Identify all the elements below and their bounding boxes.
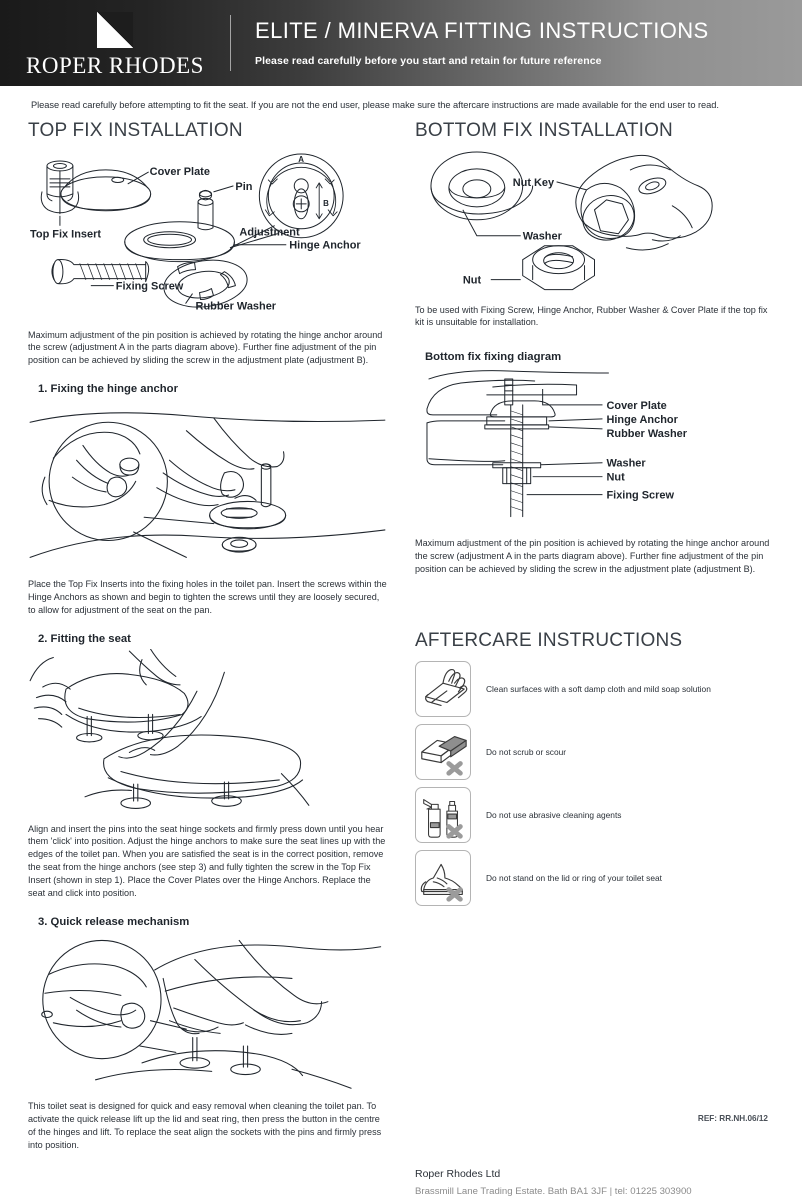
- aftercare-text: Do not scrub or scour: [486, 746, 567, 757]
- bottom-fix-diagram-title: Bottom fix fixing diagram: [425, 351, 562, 364]
- shoe-standing-icon: [415, 849, 471, 906]
- intro-notice: Please read carefully before attempting …: [31, 100, 719, 110]
- cleaning-bottles-icon: [415, 786, 471, 843]
- label-cover-plate: Cover Plate: [150, 166, 210, 178]
- bottom-fix-diagram-paragraph: Maximum adjustment of the pin position i…: [415, 537, 770, 574]
- page-header: ROPER RHODES ELITE / MINERVA FITTING INS…: [0, 0, 802, 86]
- page-title: ELITE / MINERVA FITTING INSTRUCTIONS: [255, 18, 709, 44]
- right-column: BOTTOM FIX INSTALLATION: [401, 120, 774, 1152]
- page-subtitle: Please read carefully before you start a…: [255, 54, 602, 67]
- aftercare-text: Do not stand on the lid or ring of your …: [486, 872, 662, 883]
- step-1-text: Place the Top Fix Inserts into the fixin…: [28, 579, 387, 615]
- bottom-fix-intro-paragraph: To be used with Fixing Screw, Hinge Anch…: [415, 304, 768, 328]
- label-cs-hinge-anchor: Hinge Anchor: [606, 414, 678, 426]
- triangle-mark-icon: [97, 11, 133, 48]
- page-footer: Roper Rhodes Ltd Brassmill Lane Trading …: [0, 1168, 802, 1197]
- label-cs-washer: Washer: [606, 458, 646, 470]
- top-fix-section-title: TOP FIX INSTALLATION: [28, 120, 243, 141]
- step-3-title: 3. Quick release mechanism: [38, 915, 190, 928]
- top-fix-intro-paragraph: Maximum adjustment of the pin position i…: [28, 329, 383, 366]
- bottom-fix-parts-diagram: Nut Key Washer Nut: [415, 144, 774, 294]
- left-column: TOP FIX INSTALLATION: [28, 120, 401, 1152]
- step-2-text: Align and insert the pins into the seat …: [28, 823, 386, 899]
- label-pin: Pin: [235, 181, 252, 193]
- header-divider: [230, 15, 231, 71]
- label-rubber-washer: Rubber Washer: [196, 301, 277, 313]
- step-1-title: 1. Fixing the hinge anchor: [38, 383, 178, 396]
- label-fixing-screw: Fixing Screw: [116, 281, 184, 293]
- prohibition-cross: [446, 886, 463, 902]
- label-nut-key: Nut Key: [513, 177, 555, 189]
- brand-name: ROPER RHODES: [26, 52, 204, 78]
- aftercare-item: Do not scrub or scour: [415, 723, 774, 780]
- label-hinge-anchor: Hinge Anchor: [289, 240, 361, 252]
- company-name: Roper Rhodes Ltd: [415, 1167, 501, 1180]
- label-washer: Washer: [523, 231, 563, 243]
- label-adjustment-a: A: [298, 155, 304, 164]
- aftercare-item: Do not use abrasive cleaning agents: [415, 786, 774, 843]
- brand-logo: ROPER RHODES: [0, 0, 230, 86]
- top-fix-parts-diagram: Cover Plate Pin Adjustment Hinge Anchor …: [28, 144, 387, 319]
- step-2-illustration: [28, 648, 387, 813]
- prohibition-cross: [446, 760, 463, 776]
- aftercare-text: Clean surfaces with a soft damp cloth an…: [486, 683, 711, 694]
- reference-code: REF: RR.NH.06/12: [697, 1114, 768, 1123]
- aftercare-item: Clean surfaces with a soft damp cloth an…: [415, 660, 774, 717]
- label-adjustment-b: B: [323, 199, 329, 208]
- step-3-text: This toilet seat is designed for quick a…: [28, 1101, 382, 1151]
- label-adjustment: Adjustment: [239, 227, 300, 239]
- label-cs-fixing-screw: Fixing Screw: [606, 490, 674, 502]
- prohibition-cross: [446, 823, 463, 839]
- aftercare-text: Do not use abrasive cleaning agents: [486, 809, 622, 820]
- header-title-group: ELITE / MINERVA FITTING INSTRUCTIONS Ple…: [253, 18, 709, 67]
- label-cs-cover-plate: Cover Plate: [606, 400, 666, 412]
- content-columns: TOP FIX INSTALLATION: [0, 110, 802, 1152]
- bottom-fix-cross-section: Cover Plate Hinge Anchor Rubber Washer W…: [415, 367, 774, 527]
- label-cs-rubber-washer: Rubber Washer: [606, 428, 687, 440]
- bottom-fix-section-title: BOTTOM FIX INSTALLATION: [415, 120, 673, 141]
- scouring-pad-icon: [415, 723, 471, 780]
- aftercare-item: Do not stand on the lid or ring of your …: [415, 849, 774, 906]
- step-3-illustration: [28, 932, 387, 1090]
- label-nut: Nut: [463, 275, 482, 287]
- aftercare-title: AFTERCARE INSTRUCTIONS: [415, 629, 683, 651]
- label-cs-nut: Nut: [606, 472, 625, 484]
- step-2-title: 2. Fitting the seat: [38, 632, 131, 645]
- company-address: Brassmill Lane Trading Estate. Bath BA1 …: [415, 1185, 692, 1197]
- cloth-wipe-icon: [415, 660, 471, 717]
- step-1-illustration: [28, 399, 387, 568]
- label-top-fix-insert: Top Fix Insert: [30, 229, 101, 241]
